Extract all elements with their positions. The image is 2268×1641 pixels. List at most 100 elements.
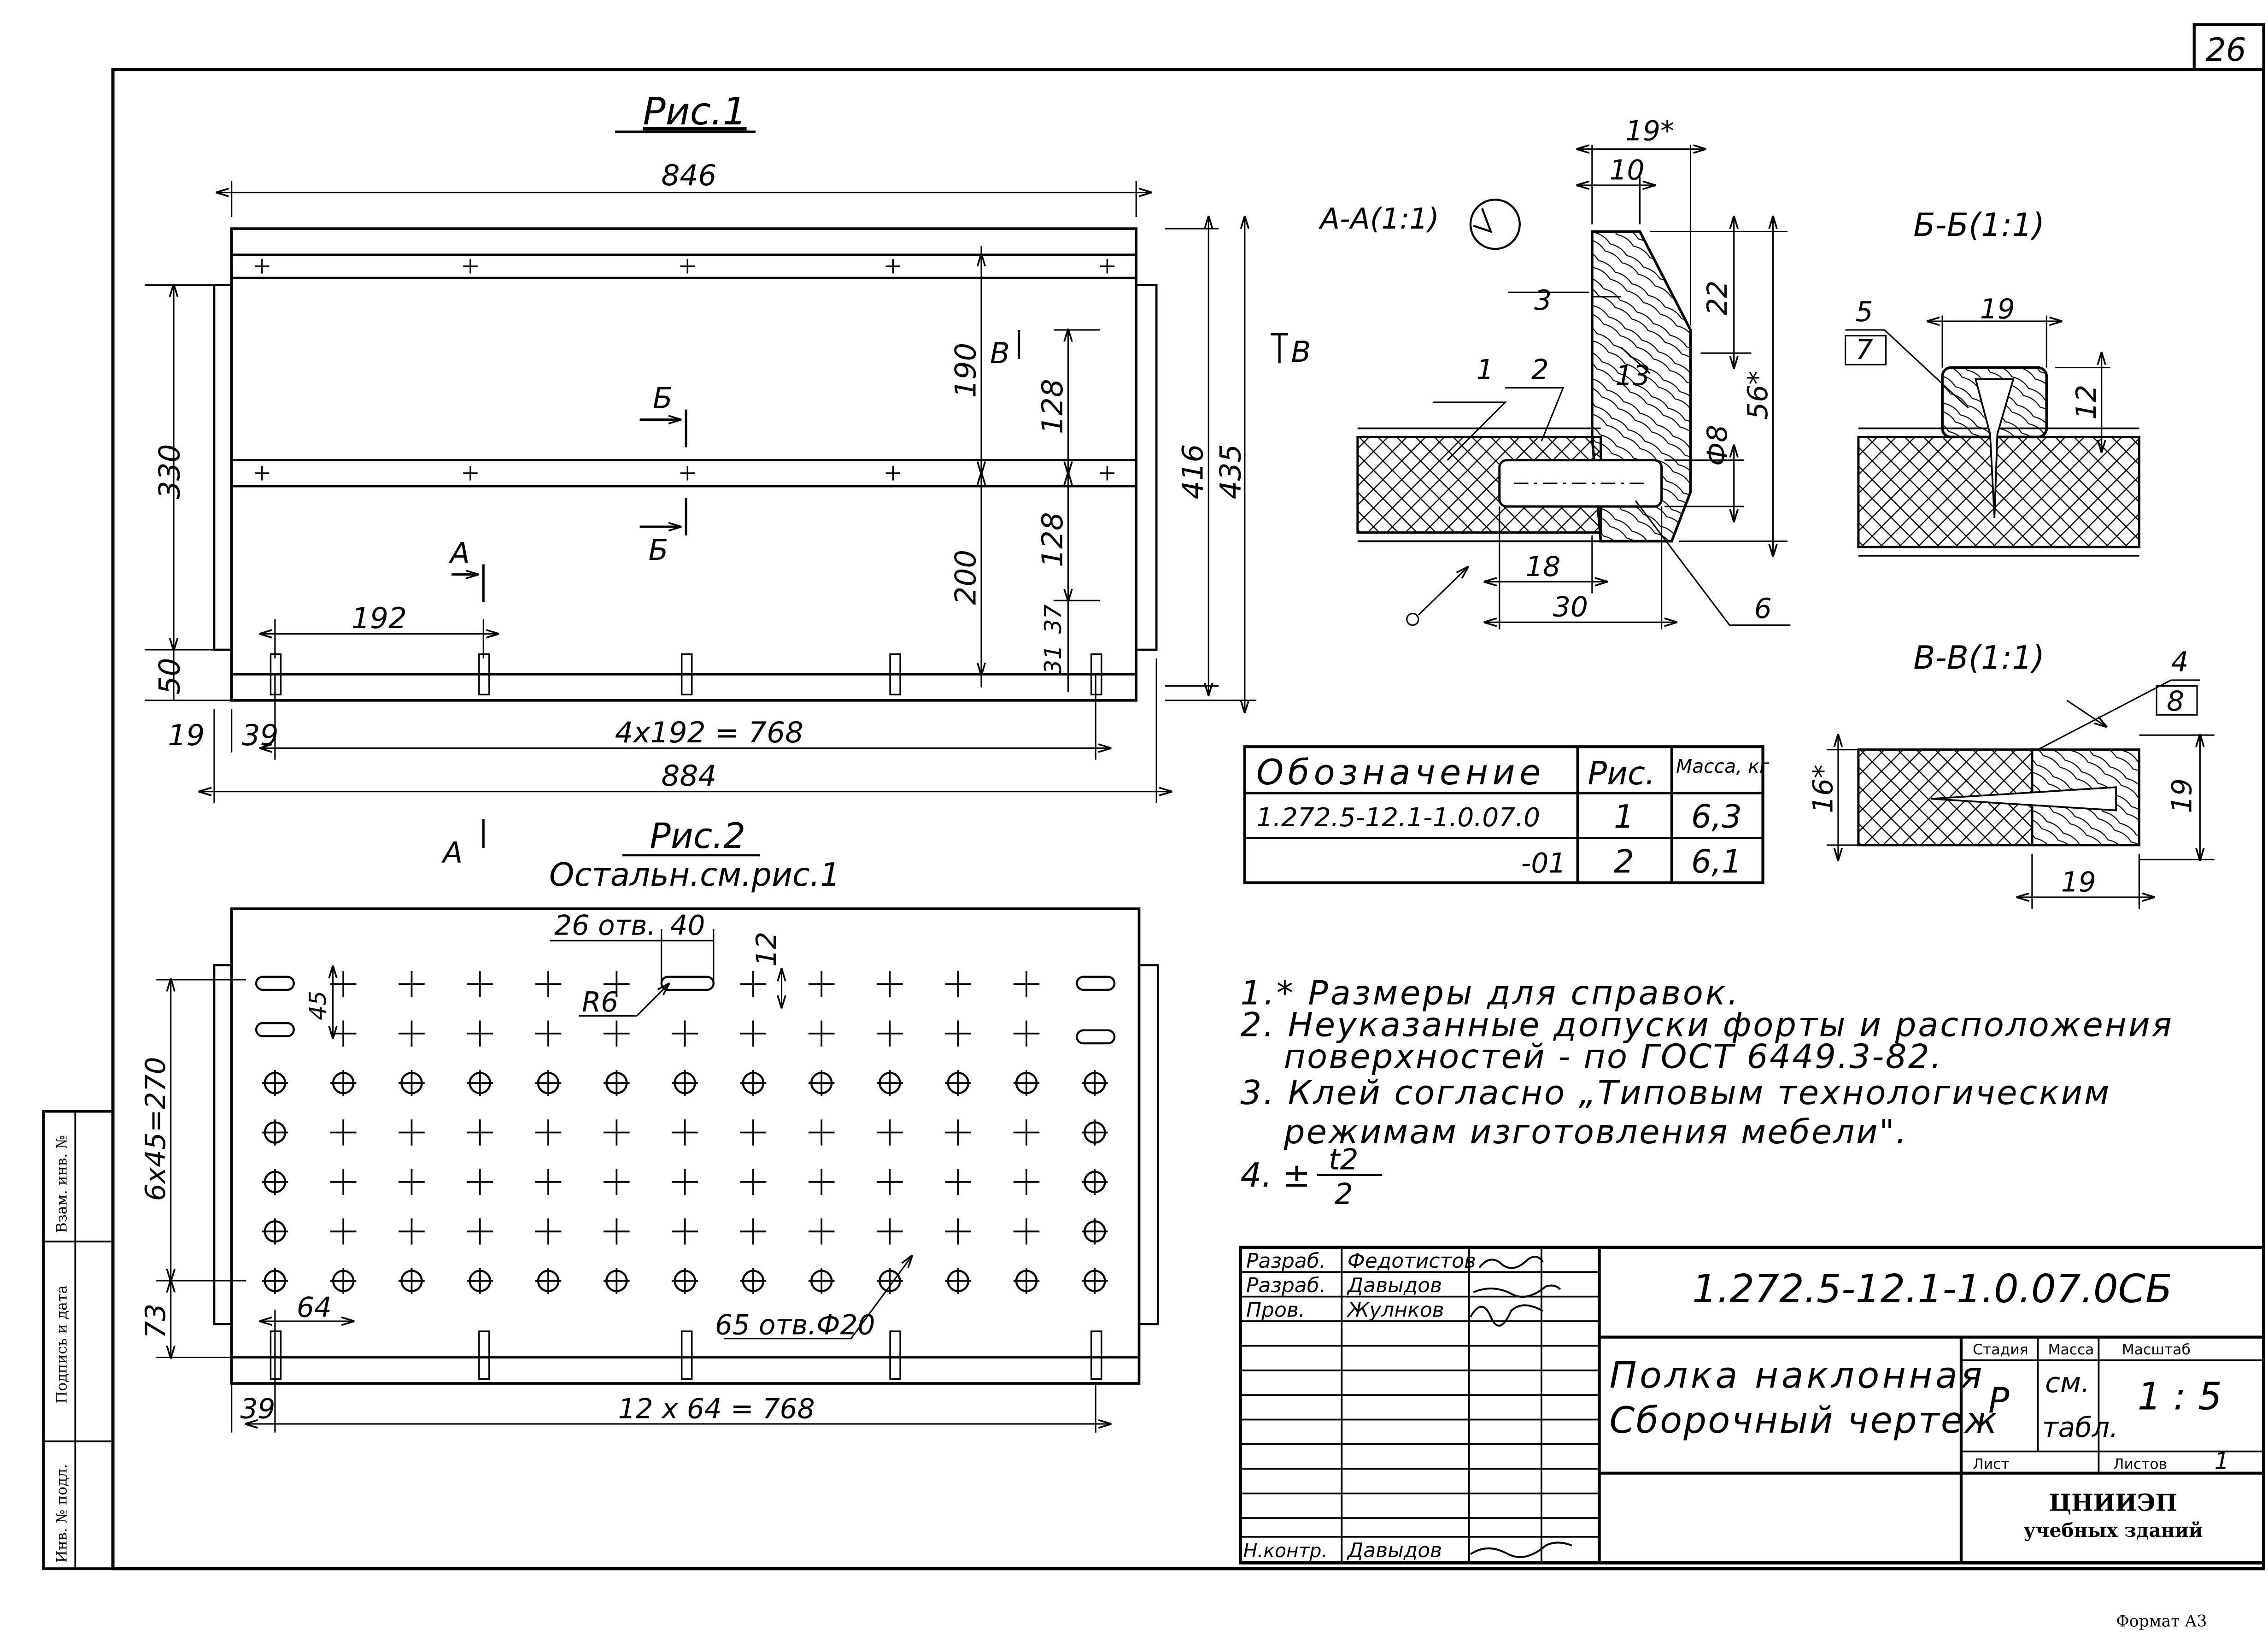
screw-mark [399,1119,425,1146]
screw-mark [604,1218,630,1245]
fig2-title: Рис.2 [650,816,745,856]
screw-mark [535,1169,562,1195]
fig1-title: Рис.1 [643,90,746,134]
screw-mark [808,1119,835,1146]
tb-org-line1: ЦНИИЭП [2049,1489,2177,1516]
mark-b-bottom: Б [648,533,668,567]
section-bb-title: Б-Б(1:1) [1913,207,2045,244]
screw-mark [808,971,835,997]
screw-mark [740,1119,767,1146]
dim-128a: 128 [1036,379,1069,434]
tb-nkontr-role: Н.контр. [1243,1540,1328,1562]
dim-d8: Ф8 [1702,425,1734,466]
screw-mark [330,1169,357,1195]
dim-200: 200 [949,550,982,605]
dim-45: 45 [304,991,331,1020]
spec-header-fig: Рис. [1588,755,1655,792]
tb-sheet-label: Лист [1973,1456,2010,1472]
callout-5: 5 [1856,296,1873,328]
tb-scale-label: Масштаб [2122,1341,2191,1358]
screw-mark [808,1169,835,1195]
mark-v-left: В [990,336,1010,370]
spec-row1-designation: 1.272.5-12.1-1.0.07.0 [1256,803,1540,833]
dim-6x45: 6x45=270 [140,1057,172,1201]
screw-mark [672,1119,698,1146]
screw-mark [467,971,493,997]
tb-org-line2: учебных зданий [2023,1519,2203,1541]
dim-64: 64 [297,1292,332,1324]
hole-d20-mark [330,1070,357,1096]
screw-mark [399,1020,425,1047]
dim-416: 416 [1176,444,1210,500]
notes: 1.* Размеры для справок. 2. Неуказанные … [1240,974,2172,1211]
hole-d20-mark [399,1070,425,1096]
screw-mark [808,1020,835,1047]
bb-dim-19: 19 [1980,294,2015,325]
screw-mark [945,1020,972,1047]
screw-mark [945,1169,972,1195]
hole-d20-mark [604,1070,630,1096]
screw-mark [1013,1169,1040,1195]
dim-18: 18 [1525,551,1560,583]
screw-mark [877,971,903,997]
figure-1: Рис.1 [145,90,1311,870]
dim-4x192: 4x192 = 768 [615,716,803,749]
hole-d20-mark [262,1218,288,1245]
screw-mark [535,1119,562,1146]
fig2-subtitle: Остальн.см.рис.1 [549,857,840,894]
screw-mark [740,1020,767,1047]
hole-d20-mark [399,1268,425,1294]
hole-d20-mark [262,1119,288,1146]
tb-role-3: Пров. [1246,1299,1305,1322]
screw-mark [399,1218,425,1245]
section-aa-title: А-А(1:1) [1318,202,1439,235]
title-block: Разраб. Федотистов Разраб. Давыдов Пров.… [1238,1246,2266,1565]
screw-mark [330,971,357,997]
screw-mark [604,971,630,997]
dim-330: 330 [153,444,187,500]
screw-mark [877,1218,903,1245]
dim-holes-65: 65 отв.Ф20 [715,1309,875,1341]
dim-12x64: 12 x 64 = 768 [618,1393,815,1425]
screw-mark [535,1218,562,1245]
dim-19s: 19* [1625,116,1674,147]
dim-73: 73 [140,1304,172,1339]
hole-d20-mark [1082,1218,1108,1245]
hole-d20-mark [1082,1119,1108,1146]
screw-mark [672,1169,698,1195]
hole-d20-mark [262,1169,288,1195]
tb-nkontr-name: Давыдов [1347,1539,1442,1562]
tb-sheets-label: Листов [2113,1456,2167,1472]
screw-mark [1013,1119,1040,1146]
dim-128b: 128 [1036,512,1069,567]
dim-846: 846 [661,159,716,192]
hole-d20-mark [1082,1070,1108,1096]
dim-39-fig2: 39 [240,1393,275,1425]
hole-d20-mark [467,1268,493,1294]
screw-mark [877,1169,903,1195]
spec-row2-mass: 6,1 [1691,844,1742,881]
screw-mark [330,1119,357,1146]
dim-13: 13 [1615,360,1650,392]
format-label: Формат А3 [2116,1612,2207,1631]
screw-mark [467,1119,493,1146]
spec-row1-mass: 6,3 [1691,799,1742,835]
dim-40: 40 [670,910,705,942]
dim-19: 19 [168,718,205,752]
mark-v-right: В [1291,335,1311,369]
screw-mark [672,1020,698,1047]
figure-2: Рис.2 Остальн.см.рис.1 [140,816,1159,1433]
page-number: 26 [2206,32,2246,69]
dim-30: 30 [1553,592,1588,623]
hole-d20-mark [740,1070,767,1096]
note-1: 1.* Размеры для справок. [1240,974,1740,1012]
screw-mark [740,1169,767,1195]
dim-37: 37 [1039,604,1067,634]
section-a-a: А-А(1:1) [1318,116,1791,629]
screw-mark [330,1020,357,1047]
screw-mark [604,1119,630,1146]
section-b-b: Б-Б(1:1) 19 12 5 7 [1845,207,2140,557]
screw-mark [740,971,767,997]
callout-4: 4 [2171,647,2189,678]
mark-b-top: Б [653,382,673,415]
